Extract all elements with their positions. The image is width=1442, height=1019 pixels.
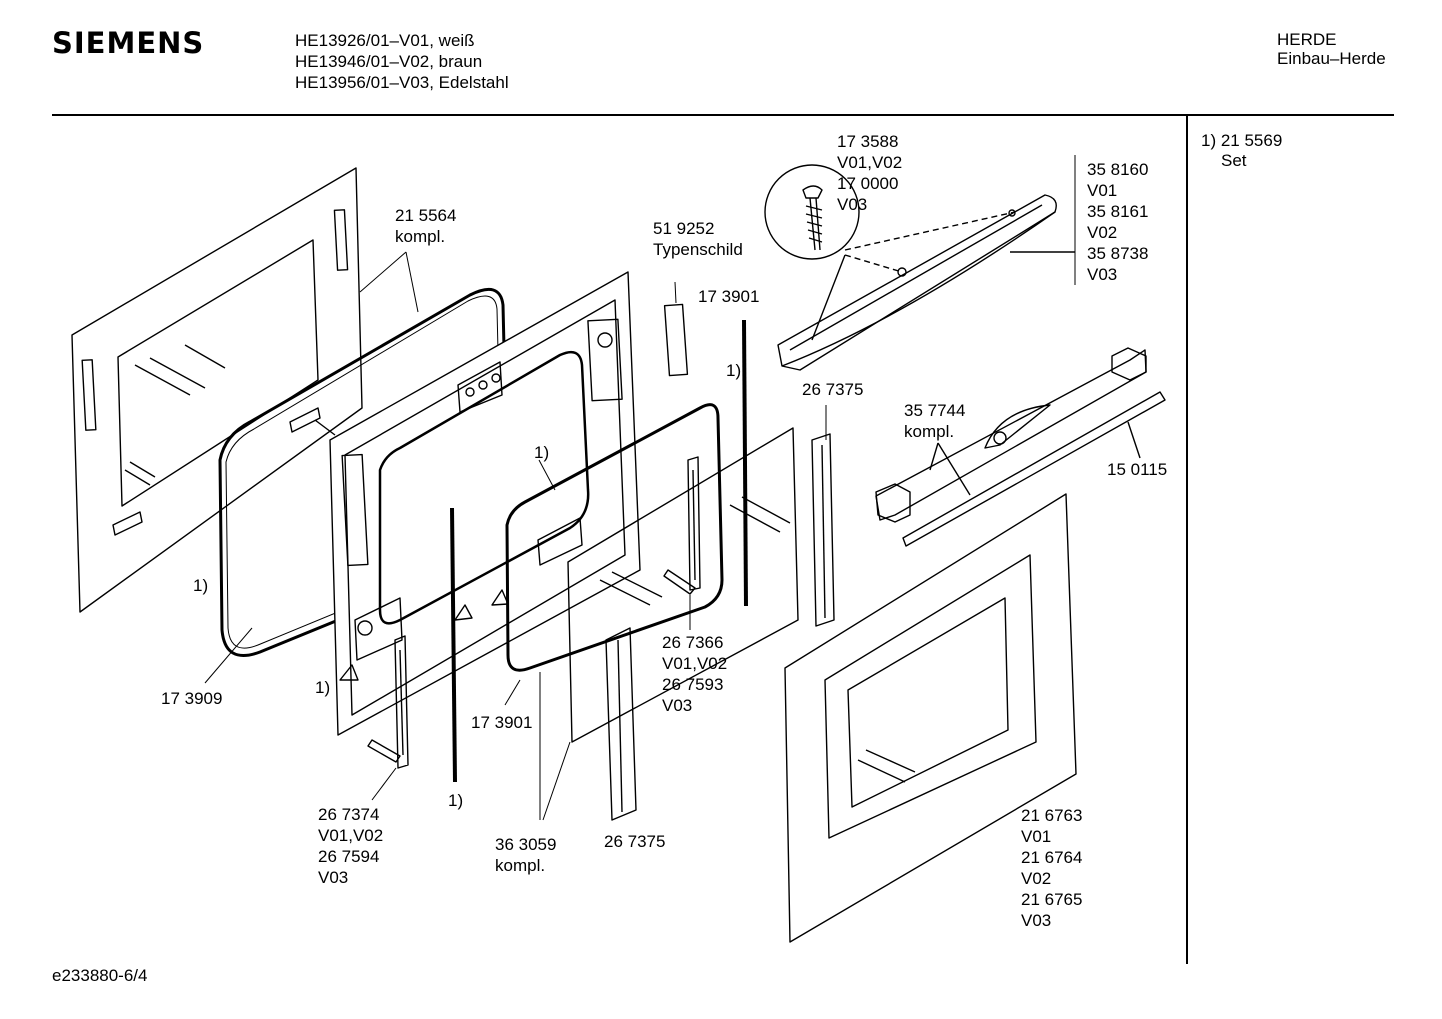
part-variant: V01,V02	[662, 654, 728, 673]
part-number: 21 5564	[395, 206, 457, 225]
part-number: 35 8160	[1087, 160, 1149, 179]
screw-detail	[765, 165, 1015, 340]
part-note: kompl.	[904, 422, 955, 441]
seal-strip-left	[452, 508, 455, 782]
exploded-view-drawing	[0, 0, 1180, 960]
hinge-left	[368, 636, 408, 768]
part-number: 17 0000	[837, 174, 899, 193]
part-variant: V03	[1087, 265, 1118, 284]
part-label-150115: 15 0115	[1107, 459, 1167, 480]
document-id: e233880-6/4	[52, 966, 148, 985]
part-variant: V03	[837, 195, 868, 214]
part-label-216763: 21 6763 V01 21 6764 V02 21 6765 V03	[1021, 805, 1082, 931]
footnote-ref: 1)	[726, 361, 742, 380]
part-number: 51 9252	[653, 219, 715, 238]
category-line: Einbau–Herde	[1277, 49, 1386, 68]
part-label-363059: 36 3059 kompl.	[495, 834, 556, 876]
part-number: 17 3909	[161, 689, 223, 708]
leader-357744	[938, 443, 970, 495]
part-note: kompl.	[495, 856, 546, 875]
part-label-357744: 35 7744 kompl.	[904, 400, 965, 442]
leader-357744	[930, 443, 938, 470]
footnote-marker: 1)	[534, 442, 549, 463]
part-number: 21 6764	[1021, 848, 1083, 867]
brand-logo: SIEMENS	[52, 26, 205, 60]
part-number: 17 3901	[471, 713, 533, 732]
vent-strip	[903, 392, 1165, 546]
part-note: Typenschild	[653, 240, 743, 259]
part-label-173901-upper: 17 3901	[698, 286, 759, 307]
part-number: 21 6765	[1021, 890, 1083, 909]
part-variant: V01	[1021, 827, 1052, 846]
footnote-marker: 1)	[726, 360, 741, 381]
type-plate	[665, 304, 688, 375]
door-handle	[778, 195, 1056, 370]
inner-gasket-36-3059	[507, 405, 722, 671]
footnote: 1) 21 5569 Set	[1201, 131, 1282, 171]
part-number: 17 3901	[698, 287, 760, 306]
part-number: 26 7366	[662, 633, 724, 652]
part-label-519252: 51 9252 Typenschild	[653, 218, 743, 260]
part-label-173901-lower: 17 3901	[471, 712, 532, 733]
footnote-marker: 1)	[448, 790, 463, 811]
part-number: 36 3059	[495, 835, 557, 854]
part-variant: V01	[1087, 181, 1118, 200]
inner-glass-pane	[568, 428, 798, 742]
part-note: kompl.	[395, 227, 446, 246]
part-label-267366: 26 7366 V01,V02 26 7593 V03	[662, 632, 727, 716]
leader-lines	[205, 155, 1075, 820]
part-variant: V03	[1021, 911, 1052, 930]
footnote-ref: 1)	[315, 678, 331, 697]
part-number: 26 7593	[662, 675, 724, 694]
part-label-267375-upper: 26 7375	[802, 379, 863, 400]
footnote-marker: 1)	[193, 575, 208, 596]
footnote-ref: 1) 21 5569	[1201, 131, 1283, 150]
part-variant: V02	[1021, 869, 1052, 888]
part-number: 26 7374	[318, 805, 380, 824]
model-line: HE13926/01–V01, weiß	[295, 31, 475, 50]
side-rail-upper	[812, 434, 834, 626]
front-door-panel	[785, 494, 1076, 942]
side-rule	[1186, 114, 1188, 964]
part-number: 26 7594	[318, 847, 380, 866]
part-label-173909: 17 3909	[161, 688, 222, 709]
part-variant: V01,V02	[318, 826, 384, 845]
hinge-right	[664, 457, 700, 594]
seal-strip-right	[744, 320, 746, 606]
part-label-267375-lower: 26 7375	[604, 831, 665, 852]
part-number: 15 0115	[1107, 460, 1168, 479]
part-variant: V03	[662, 696, 693, 715]
footnote-ref: 1)	[448, 791, 464, 810]
footnote-ref: 1)	[534, 443, 550, 462]
category-line: HERDE	[1277, 30, 1337, 49]
part-label-215564: 21 5564 kompl.	[395, 205, 456, 247]
part-label-358160: 35 8160 V01 35 8161 V02 35 8738 V03	[1087, 159, 1148, 285]
leader-150115	[1128, 422, 1140, 458]
part-number: 17 3588	[837, 132, 899, 151]
part-number: 21 6763	[1021, 806, 1083, 825]
part-number: 26 7375	[604, 832, 666, 851]
model-list: HE13926/01–V01, weiß HE13946/01–V02, bra…	[295, 30, 509, 93]
part-label-267374: 26 7374 V01,V02 26 7594 V03	[318, 804, 383, 888]
part-number: 35 8161	[1087, 202, 1149, 221]
header-rule	[52, 114, 1394, 116]
part-variant: V01,V02	[837, 153, 903, 172]
side-rail-lower	[606, 628, 636, 820]
part-number: 26 7375	[802, 380, 864, 399]
part-number: 35 7744	[904, 401, 966, 420]
part-variant: V03	[318, 868, 349, 887]
footnote-marker: 1)	[315, 677, 330, 698]
category: HERDE Einbau–Herde	[1277, 30, 1386, 68]
model-line: HE13956/01–V03, Edelstahl	[295, 73, 509, 92]
footnote-text: Set	[1221, 151, 1247, 170]
inner-door-frame	[315, 272, 640, 735]
part-label-173588: 17 3588 V01,V02 17 0000 V03	[837, 131, 902, 215]
part-number: 35 8738	[1087, 244, 1149, 263]
outer-door-panel	[72, 168, 362, 612]
part-variant: V02	[1087, 223, 1118, 242]
model-line: HE13946/01–V02, braun	[295, 52, 483, 71]
vent-frame	[876, 348, 1146, 522]
footnote-ref: 1)	[193, 576, 209, 595]
